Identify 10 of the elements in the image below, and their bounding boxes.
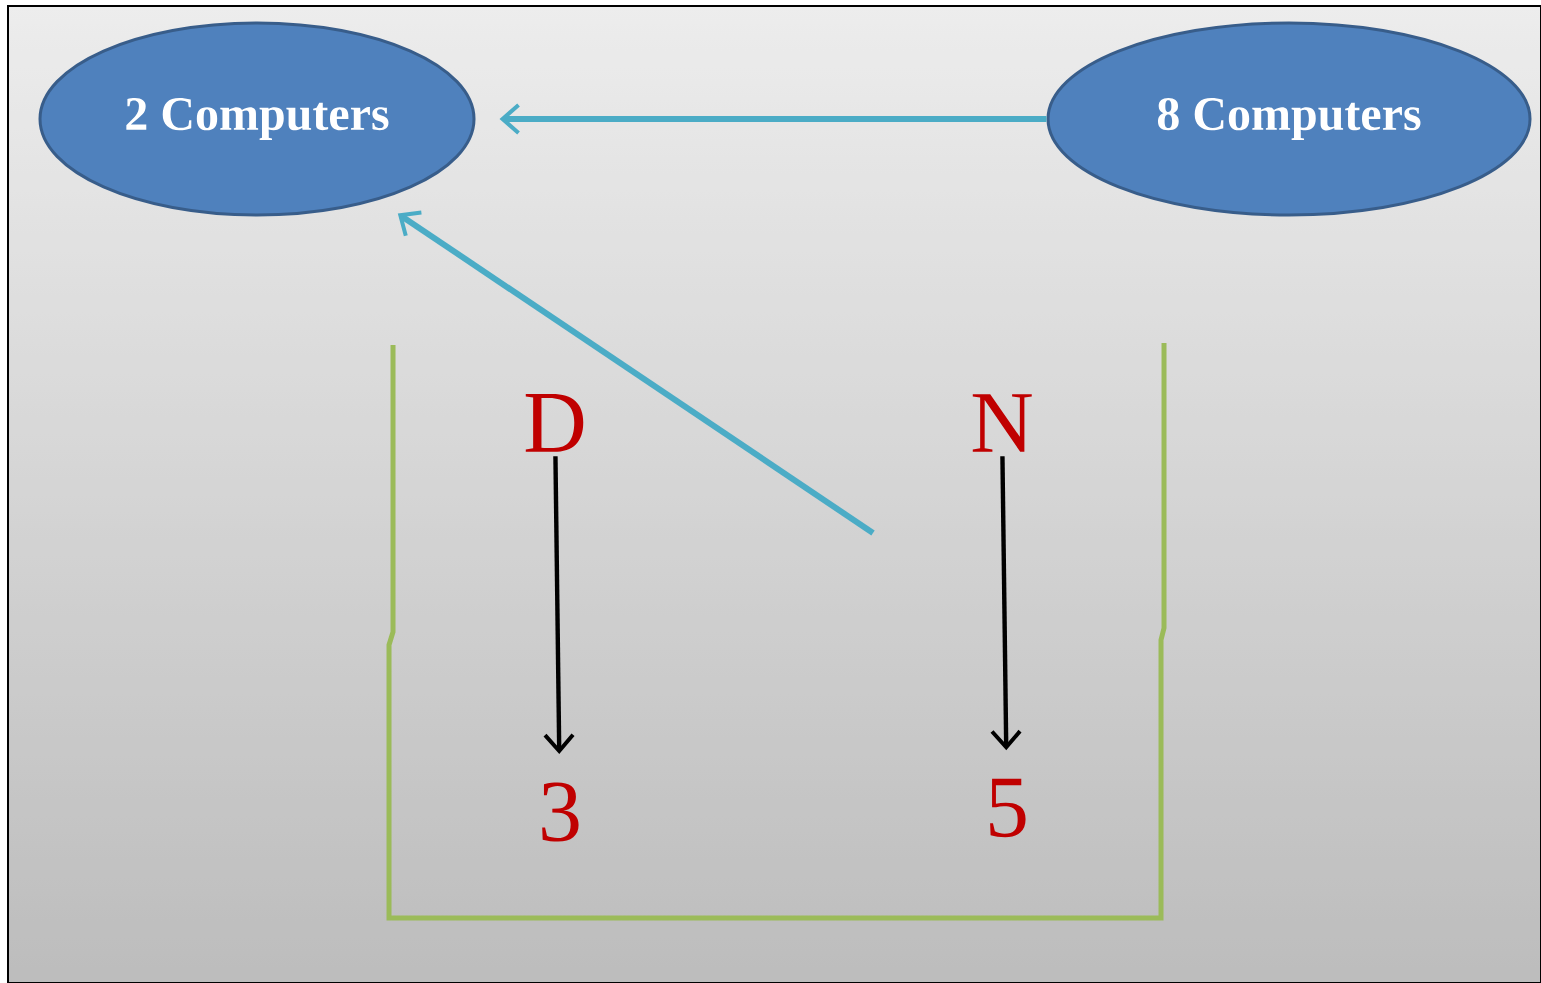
letter-label: N (972, 394, 1032, 452)
digit-label: 5 (990, 778, 1026, 838)
arrow (499, 103, 1047, 135)
digit-label: 3 (542, 782, 579, 842)
letter-label: D (525, 394, 584, 452)
ellipse-node: 2 Computers (38, 21, 476, 217)
arrow (397, 210, 875, 536)
arrow (990, 456, 1022, 751)
arrow (543, 456, 575, 755)
ellipse-node: 8 Computers (1046, 21, 1532, 217)
